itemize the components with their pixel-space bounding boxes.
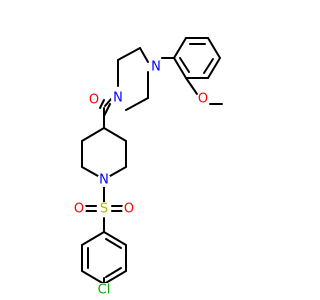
- bond: [173, 57, 187, 79]
- atom-label-sulfonyl-o-left: O: [74, 202, 84, 217]
- atom-label-piperazine-n1: N: [113, 91, 123, 106]
- bond: [103, 270, 127, 285]
- bond: [81, 166, 99, 177]
- atom-label-carbonyl-o: O: [89, 93, 99, 108]
- atom-label-sulfur: S: [100, 202, 108, 217]
- bond: [103, 127, 127, 142]
- bond: [185, 77, 198, 95]
- bond: [207, 57, 221, 79]
- bond: [81, 231, 105, 246]
- bond: [81, 127, 105, 142]
- bond: [109, 166, 127, 177]
- bond: [99, 99, 105, 109]
- atom-labels: O N N O N S O O Cl: [72, 60, 210, 298]
- bond: [139, 47, 149, 63]
- bond: [104, 97, 113, 107]
- bond: [105, 267, 122, 278]
- bond: [207, 37, 221, 59]
- bond: [173, 37, 187, 59]
- bond: [203, 58, 214, 74]
- bond: [105, 238, 122, 249]
- bonds: [81, 37, 223, 285]
- bond: [81, 270, 105, 285]
- atom-label-sulfonyl-o-right: O: [124, 202, 134, 217]
- atom-label-methoxy-o: O: [198, 92, 208, 107]
- bond: [125, 97, 149, 111]
- molecule-diagram: O N N O N S O O Cl: [72, 37, 223, 298]
- bond: [103, 231, 127, 246]
- structure-canvas: O N N O N S O O Cl: [72, 37, 223, 298]
- atom-label-piperidine-n: N: [99, 173, 109, 188]
- atom-label-piperazine-n4: N: [151, 60, 161, 75]
- bond: [179, 57, 190, 73]
- bond: [117, 47, 141, 61]
- atom-label-chlorine: Cl: [98, 283, 111, 298]
